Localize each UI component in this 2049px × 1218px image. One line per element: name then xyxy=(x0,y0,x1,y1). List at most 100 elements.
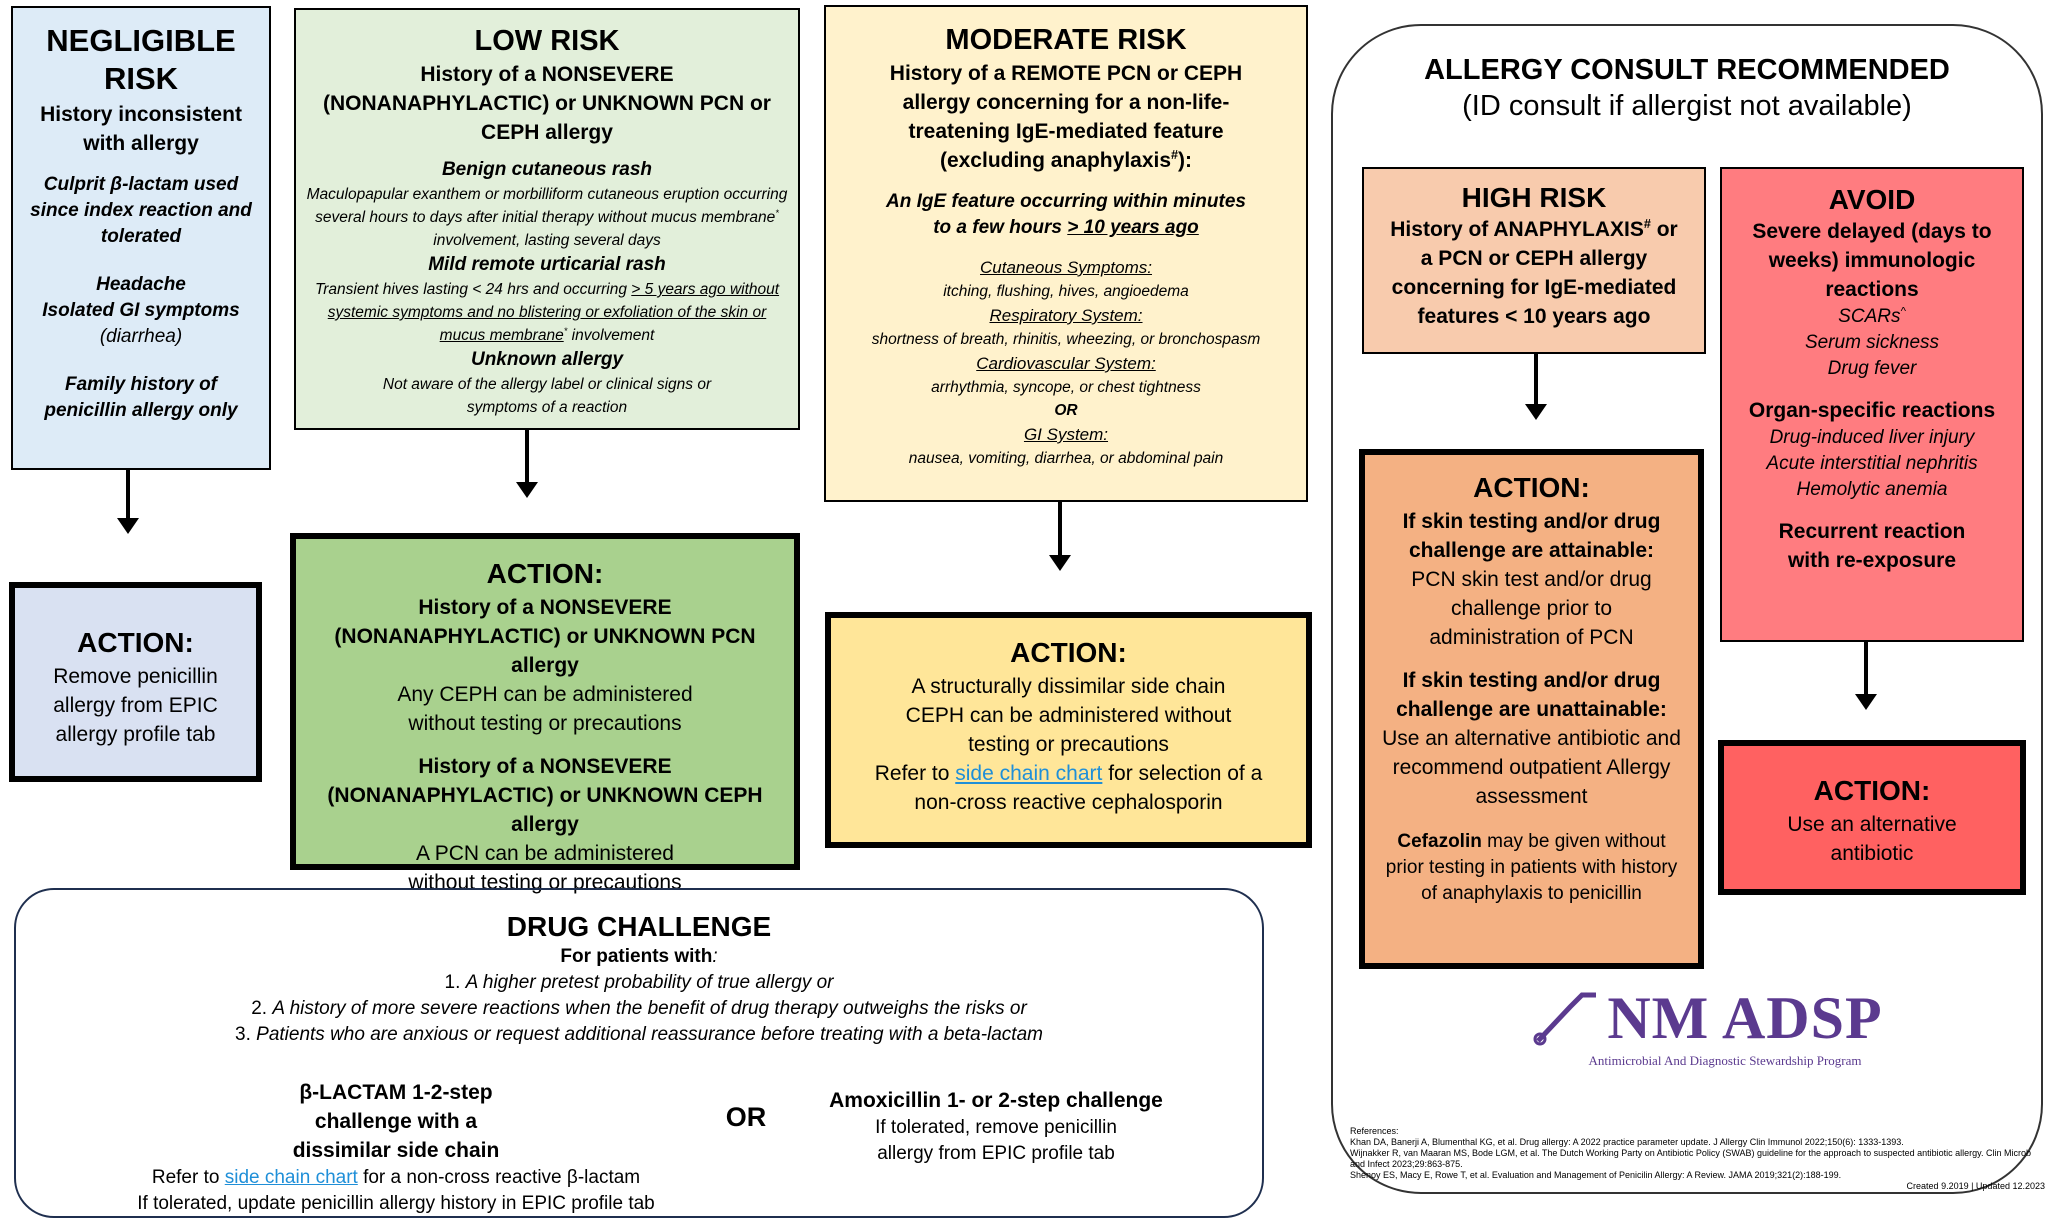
high-action-text: PCN skin test and/or drug challenge prio… xyxy=(1411,568,1652,649)
references-label: References: xyxy=(1350,1126,1399,1136)
arrow-avoid xyxy=(1855,642,1877,710)
side-chain-chart-link[interactable]: side chain chart xyxy=(224,1167,358,1188)
challenge-item: 3. Patients who are anxious or request a… xyxy=(235,1024,1043,1045)
negligible-action-box: ACTION: Remove penicillin allergy from E… xyxy=(9,582,262,782)
low-action-text: Any CEPH can be administered without tes… xyxy=(397,683,693,735)
negligible-item: Headache xyxy=(96,274,186,295)
challenge-item: 1. A higher pretest probability of true … xyxy=(444,972,834,993)
moderate-action-title: ACTION: xyxy=(1010,637,1127,668)
challenge-for: For patients with: xyxy=(560,946,718,967)
moderate-risk-box: MODERATE RISK History of a REMOTE PCN or… xyxy=(824,5,1308,502)
arrow-negligible xyxy=(117,470,139,534)
moderate-title: MODERATE RISK xyxy=(945,24,1187,56)
arrow-high xyxy=(1525,354,1547,420)
low-text: Maculopapular exanthem or morbilliform c… xyxy=(306,186,788,249)
high-action-box: ACTION: If skin testing and/or drug chal… xyxy=(1359,449,1704,969)
moderate-system-heading: Respiratory System: xyxy=(989,306,1143,325)
reference-item: Khan DA, Banerji A, Blumenthal KG, et al… xyxy=(1350,1137,1904,1147)
nm-adsp-logo: NM ADSP Antimicrobial And Diagnostic Ste… xyxy=(1520,985,1910,1080)
challenge-right: Amoxicillin 1- or 2-step challenge If to… xyxy=(816,1086,1176,1167)
high-risk-box: HIGH RISK History of ANAPHYLAXIS# or a P… xyxy=(1362,167,1706,354)
challenge-item: 2. A history of more severe reactions wh… xyxy=(251,998,1027,1019)
low-action-box: ACTION: History of a NONSEVERE (NONANAPH… xyxy=(290,533,800,894)
challenge-right-heading: Amoxicillin 1- or 2-step challenge xyxy=(829,1089,1163,1112)
moderate-action-refer: Refer to side chain chart for selection … xyxy=(874,762,1263,814)
moderate-system-text: arrhythmia, syncope, or chest tightness xyxy=(931,379,1201,396)
moderate-system-text: nausea, vomiting, diarrhea, or abdominal… xyxy=(908,450,1224,467)
high-action-title: ACTION: xyxy=(1473,472,1590,503)
consult-title: ALLERGY CONSULT RECOMMENDED xyxy=(1424,54,1950,86)
moderate-system-heading: Cardiovascular System: xyxy=(976,354,1156,373)
avoid-heading: Recurrent reaction with re-exposure xyxy=(1778,520,1966,572)
challenge-left-refer: Refer to side chain chart for a non-cros… xyxy=(151,1167,641,1188)
moderate-action-text: A structurally dissimilar side chain CEP… xyxy=(905,675,1232,756)
challenge-left: β-LACTAM 1-2-step challenge with a dissi… xyxy=(86,1078,706,1217)
moderate-subtitle: History of a REMOTE PCN or CEPH allergy … xyxy=(889,62,1243,143)
challenge-or: OR xyxy=(725,1102,767,1132)
avoid-item: SCARs^ xyxy=(1838,305,1906,327)
allergy-consult-panel: ALLERGY CONSULT RECOMMENDED (ID consult … xyxy=(1331,24,2043,1194)
negligible-item: Culprit β-lactam used since index reacti… xyxy=(30,174,252,247)
arrow-moderate xyxy=(1049,502,1071,571)
moderate-feature: An IgE feature occurring within minutes … xyxy=(886,191,1246,238)
references-created: Created 9.2019 | Updated 12.2023 xyxy=(1906,1181,2045,1191)
moderate-system-heading: Cutaneous Symptoms: xyxy=(980,258,1152,277)
low-title: LOW RISK xyxy=(474,25,620,57)
high-action-heading: If skin testing and/or drug challenge ar… xyxy=(1396,669,1667,721)
challenge-right-text: If tolerated, remove penicillin allergy … xyxy=(875,1117,1117,1164)
references: References: Khan DA, Banerji A, Blumenth… xyxy=(1350,1126,2045,1192)
low-action-heading: History of a NONSEVERE (NONANAPHYLACTIC)… xyxy=(334,596,756,677)
logo-name: NM ADSP xyxy=(1607,985,1883,1051)
avoid-item: Acute interstitial nephritis xyxy=(1766,453,1978,474)
high-text: History of ANAPHYLAXIS# or a PCN or CEPH… xyxy=(1390,217,1678,328)
avoid-box: AVOID Severe delayed (days to weeks) imm… xyxy=(1720,167,2024,642)
challenge-left-text: If tolerated, update penicillin allergy … xyxy=(137,1193,655,1214)
avoid-item: Hemolytic anemia xyxy=(1796,479,1948,500)
avoid-item: Drug-induced liver injury xyxy=(1769,427,1975,448)
arrow-low xyxy=(516,430,538,498)
challenge-title: DRUG CHALLENGE xyxy=(506,911,772,942)
low-risk-box: LOW RISK History of a NONSEVERE (NONANAP… xyxy=(294,8,800,430)
moderate-system-text: shortness of breath, rhinitis, wheezing,… xyxy=(871,331,1261,348)
drug-challenge-box: DRUG CHALLENGE For patients with: 1. A h… xyxy=(14,888,1264,1218)
moderate-subtitle-excluding: (excluding anaphylaxis#): xyxy=(939,148,1193,172)
moderate-system-text: itching, flushing, hives, angioedema xyxy=(943,283,1189,300)
high-action-text: Use an alternative antibiotic and recomm… xyxy=(1382,727,1681,808)
low-heading: Unknown allergy xyxy=(470,349,624,370)
avoid-item: Drug fever xyxy=(1827,358,1917,379)
low-heading: Benign cutaneous rash xyxy=(441,159,653,180)
low-subtitle: History of a NONSEVERE (NONANAPHYLACTIC)… xyxy=(323,63,771,144)
negligible-risk-box: NEGLIGIBLE RISK History inconsistent wit… xyxy=(11,6,271,470)
high-title: HIGH RISK xyxy=(1461,182,1607,213)
negligible-item: (diarrhea) xyxy=(99,326,183,347)
high-action-cefazolin: Cefazolin may be given without prior tes… xyxy=(1385,831,1678,904)
logo-mark-icon xyxy=(1533,992,1596,1046)
reference-item: Shenoy ES, Macy E, Rowe T, et al. Evalua… xyxy=(1350,1170,1842,1180)
consult-subtitle: (ID consult if allergist not available) xyxy=(1462,90,1912,122)
low-text: Transient hives lasting < 24 hrs and occ… xyxy=(314,281,780,344)
side-chain-chart-link[interactable]: side chain chart xyxy=(955,762,1103,785)
negligible-item: Family history of penicillin allergy onl… xyxy=(44,374,238,421)
avoid-action-text: Use an alternative antibiotic xyxy=(1787,813,1957,865)
high-action-heading: If skin testing and/or drug challenge ar… xyxy=(1402,510,1661,562)
low-heading: Mild remote urticarial rash xyxy=(428,254,666,275)
avoid-heading: Severe delayed (days to weeks) immunolog… xyxy=(1752,220,1992,301)
avoid-heading: Organ-specific reactions xyxy=(1748,399,1996,422)
negligible-item: Isolated GI symptoms xyxy=(42,300,240,321)
low-action-heading: History of a NONSEVERE (NONANAPHYLACTIC)… xyxy=(327,755,763,836)
avoid-action-title: ACTION: xyxy=(1813,775,1931,806)
moderate-system-heading: GI System: xyxy=(1023,425,1109,444)
negligible-action-text: Remove penicillin allergy from EPIC alle… xyxy=(53,665,218,746)
reference-item: Wijnakker R, van Maaran MS, Bode LGM, et… xyxy=(1350,1148,2031,1169)
negligible-action-title: ACTION: xyxy=(77,627,194,658)
negligible-subtitle: History inconsistent with allergy xyxy=(40,103,242,155)
avoid-action-box: ACTION: Use an alternative antibiotic xyxy=(1718,740,2026,895)
moderate-or: OR xyxy=(1054,402,1078,419)
avoid-item: Serum sickness xyxy=(1804,332,1940,353)
logo-tagline: Antimicrobial And Diagnostic Stewardship… xyxy=(1588,1053,1862,1068)
challenge-left-heading: β-LACTAM 1-2-step challenge with a dissi… xyxy=(292,1081,500,1162)
moderate-action-box: ACTION: A structurally dissimilar side c… xyxy=(825,612,1312,848)
negligible-title: NEGLIGIBLE RISK xyxy=(46,23,236,96)
avoid-title: AVOID xyxy=(1828,184,1916,215)
low-action-title: ACTION: xyxy=(486,558,604,589)
